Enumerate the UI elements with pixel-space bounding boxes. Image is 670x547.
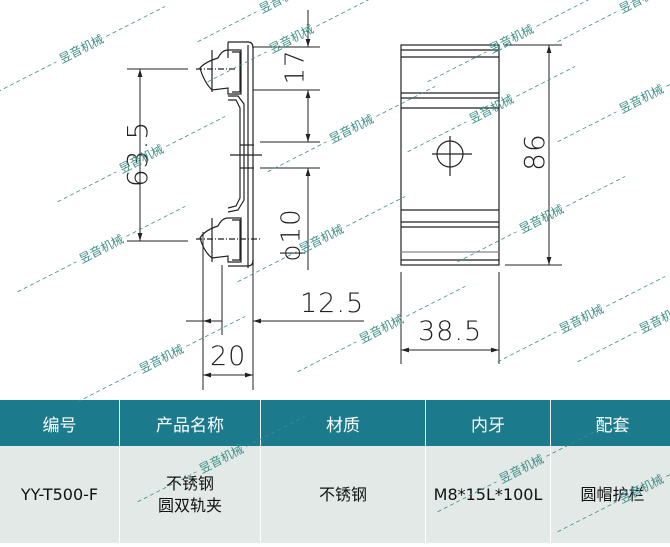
dim-top-segment: 17 bbox=[283, 49, 309, 84]
dim-front-width: 38.5 bbox=[418, 318, 482, 345]
table-header-row: 编号 产品名称 材质 内牙 配套 bbox=[0, 400, 670, 446]
header-material: 材质 bbox=[261, 400, 426, 446]
dim-hole-diameter: ϕ10 bbox=[279, 208, 305, 261]
side-dimensions bbox=[127, 10, 364, 390]
product-name-line1: 不锈钢 bbox=[120, 473, 260, 495]
header-thread: 内牙 bbox=[426, 400, 551, 446]
table-row: YY-T500-F 不锈钢 圆双轨夹 不锈钢 M8*15L*100L 圆帽护栏 bbox=[0, 446, 670, 543]
header-code: 编号 bbox=[0, 400, 120, 446]
cell-thread: M8*15L*100L bbox=[426, 446, 551, 543]
cell-accessory: 圆帽护栏 bbox=[551, 446, 670, 543]
dim-offset: 12.5 bbox=[300, 290, 364, 317]
dim-overall-height: 63.5 bbox=[124, 121, 152, 187]
cell-code: YY-T500-F bbox=[0, 446, 120, 543]
side-view bbox=[196, 42, 262, 268]
header-accessory: 配套 bbox=[551, 400, 670, 446]
technical-drawing: 63.5 17 ϕ10 12.5 20 38.5 86 bbox=[0, 0, 670, 400]
dim-front-height: 86 bbox=[521, 133, 549, 171]
dim-depth: 20 bbox=[210, 343, 246, 370]
front-view bbox=[401, 45, 499, 265]
spec-table: 编号 产品名称 材质 内牙 配套 YY-T500-F 不锈钢 圆双轨夹 不锈钢 … bbox=[0, 400, 670, 543]
product-name-line2: 圆双轨夹 bbox=[120, 495, 260, 517]
cell-product-name: 不锈钢 圆双轨夹 bbox=[120, 446, 261, 543]
drawing-lines bbox=[0, 0, 670, 400]
cell-material: 不锈钢 bbox=[261, 446, 426, 543]
header-product-name: 产品名称 bbox=[120, 400, 261, 446]
